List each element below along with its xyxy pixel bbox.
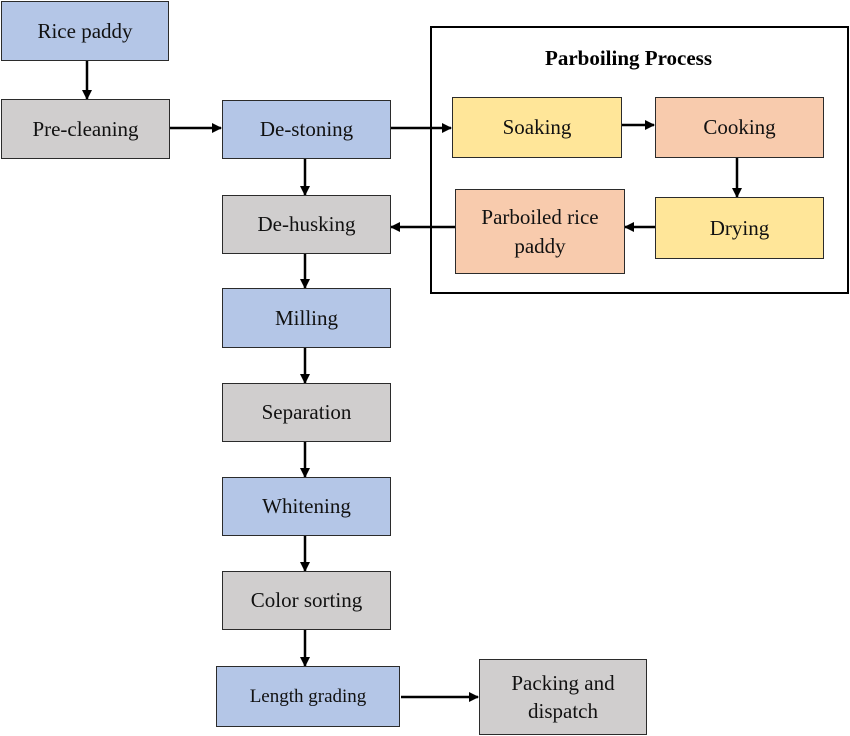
node-cooking: Cooking [655, 97, 824, 158]
parboiling-process-title: Parboiling Process [545, 46, 713, 70]
node-length-grading: Length grading [216, 666, 400, 727]
node-separation: Separation [222, 383, 391, 442]
node-drying: Drying [655, 197, 824, 259]
node-rice-paddy: Rice paddy [1, 1, 169, 61]
node-de-stoning: De-stoning [222, 100, 391, 159]
node-parboiled-rice-paddy: Parboiled rice paddy [455, 189, 625, 274]
node-de-husking: De-husking [222, 195, 391, 254]
node-soaking: Soaking [452, 97, 622, 158]
parboiling-process-group [430, 26, 849, 294]
node-pre-cleaning: Pre-cleaning [1, 99, 170, 159]
node-whitening: Whitening [222, 477, 391, 536]
node-color-sorting: Color sorting [222, 571, 391, 630]
node-packing-and-dispatch: Packing and dispatch [479, 659, 647, 735]
node-milling: Milling [222, 288, 391, 348]
